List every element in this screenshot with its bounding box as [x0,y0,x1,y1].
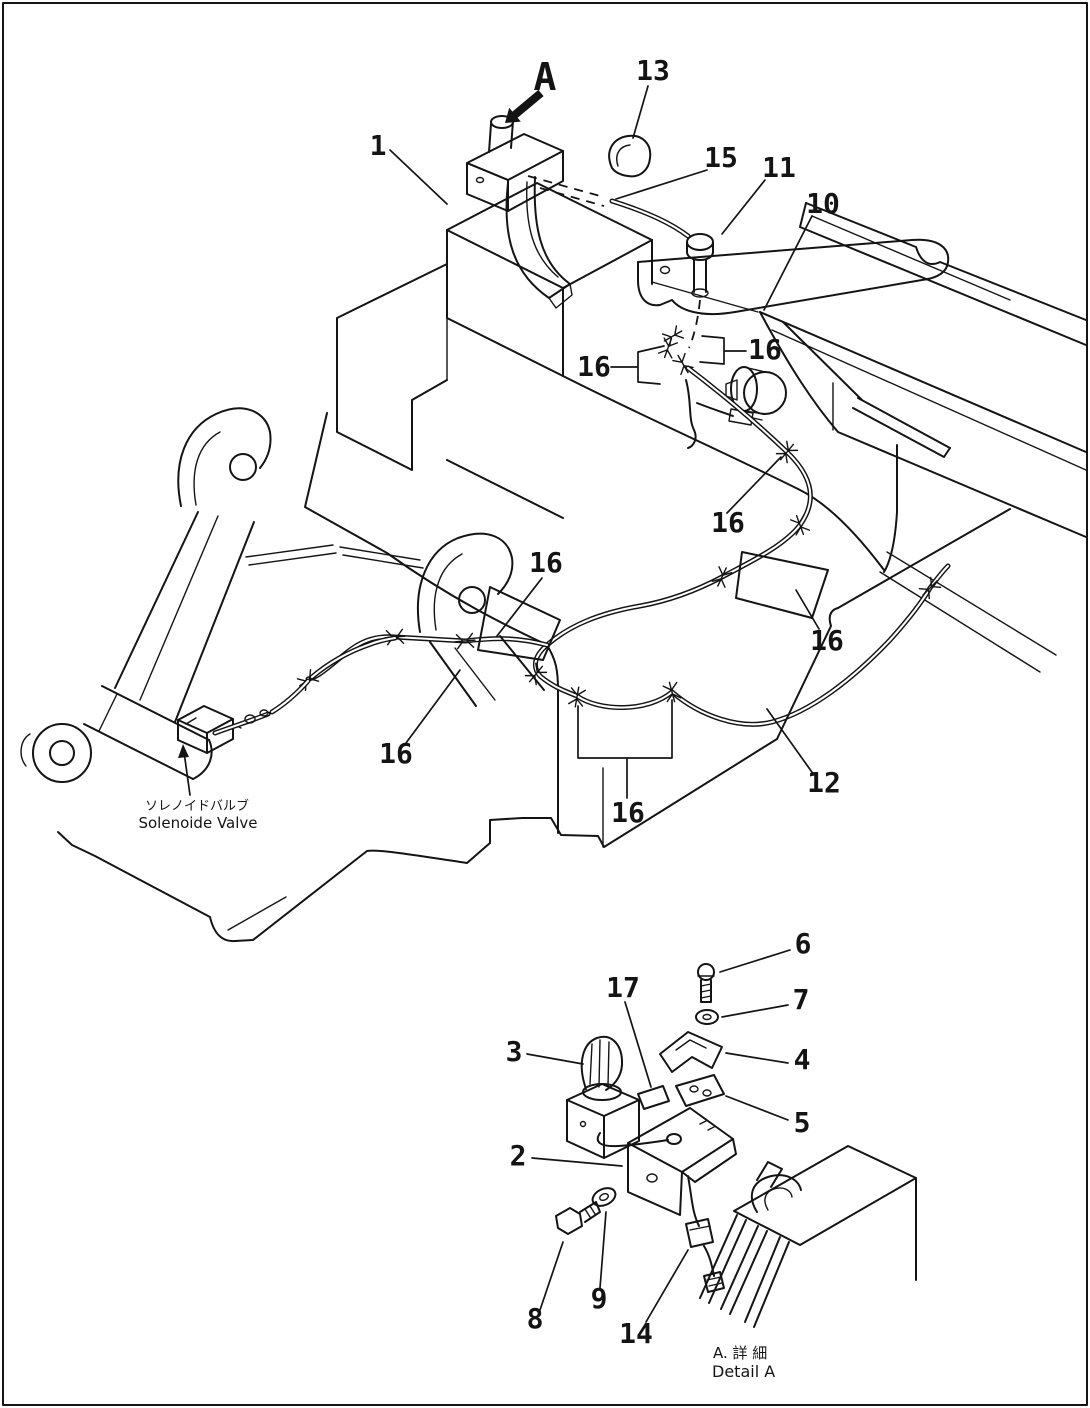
detail-pad-17 [637,1085,670,1110]
detail-washer-9 [591,1187,617,1207]
grommet [686,233,714,349]
lever-cable [609,198,691,239]
callout-13: 13 [636,54,670,87]
detail-plate-5 [675,1074,725,1107]
callout-3: 3 [506,1035,523,1068]
console-stand [304,175,759,848]
solenoid-valve [177,635,398,754]
callout-16-a: 16 [577,350,611,383]
detail-washer-7 [695,1009,719,1025]
view-label-a: A [534,55,557,99]
detail-bracket-2 [627,1107,737,1216]
control-lever-console [466,115,573,309]
solenoid-label-en: Solenoide Valve [138,814,257,832]
lever-boot [608,134,652,178]
callout-6: 6 [795,927,812,960]
callout-11: 11 [762,151,796,184]
detail-caption-en: Detail A [712,1362,775,1381]
horn [725,366,787,415]
mounting-plate [637,238,950,316]
machine-outline [57,607,839,943]
main-view [20,115,1087,943]
detail-switch-3 [566,1035,682,1159]
dangling-wires [685,379,763,449]
callout-9: 9 [591,1282,608,1315]
detail-console-block [699,1145,917,1328]
detail-caption-jp: A. 詳 細 [713,1344,767,1362]
callout-16-g: 16 [611,796,645,829]
callout-10: 10 [806,187,840,220]
deck [562,321,1011,609]
view-a-arrow-icon [505,89,544,123]
callout-16-e: 16 [810,624,844,657]
callout-14: 14 [619,1317,653,1350]
callout-16-b: 16 [748,333,782,366]
callout-15: 15 [704,141,738,174]
detail-clamp-4 [659,1031,723,1073]
callout-7: 7 [793,983,810,1016]
detail-bolt-8 [555,1201,601,1235]
wiring-harness [295,365,951,727]
detail-wire-14 [685,1175,725,1293]
callout-12: 12 [807,766,841,799]
callout-16-d: 16 [529,546,563,579]
frame-rails [759,202,1087,673]
callouts-detail: 6 7 17 3 4 5 2 8 9 14 A. 詳 細 Detail A [506,927,812,1381]
callout-8: 8 [527,1302,544,1335]
callout-16-c: 16 [711,506,745,539]
callout-2: 2 [510,1139,527,1172]
callout-1: 1 [370,129,387,162]
callout-4: 4 [794,1043,811,1076]
callout-17: 17 [606,971,640,1004]
solenoid-label-jp: ソレノイドバルブ [145,798,249,814]
callout-16-f: 16 [379,737,413,770]
detail-bolt-6 [697,963,715,1003]
callout-5: 5 [794,1106,811,1139]
loader-arm [20,407,545,783]
solenoid-arrow-icon [178,744,189,758]
detail-a-view: 6 7 17 3 4 5 2 8 9 14 A. 詳 細 Detail A [506,927,917,1381]
callouts-main: A 1 13 15 11 10 16 16 16 16 16 16 16 12 [138,54,843,832]
